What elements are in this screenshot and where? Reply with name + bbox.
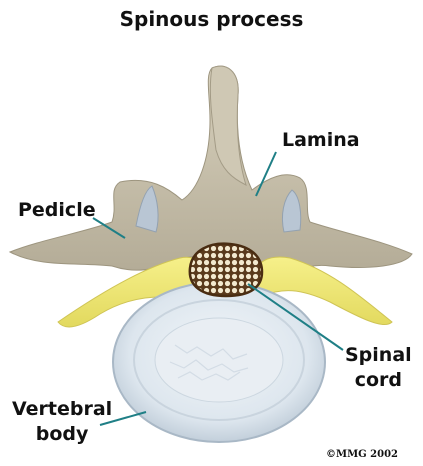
- vertebral-body-core: [155, 318, 283, 402]
- label-spinal-cord-line1: Spinal: [345, 343, 412, 368]
- copyright-notice: ©MMG 2002: [326, 449, 398, 460]
- label-pedicle: Pedicle: [18, 199, 96, 222]
- label-spinal-cord-line2: cord: [345, 368, 412, 393]
- spinal-cord: [190, 244, 262, 296]
- label-vertebral-body-line2: body: [12, 422, 112, 447]
- title-spinous-process: Spinous process: [0, 8, 423, 31]
- label-vertebral-body-line1: Vertebral: [12, 397, 112, 422]
- label-spinal-cord: Spinal cord: [345, 343, 412, 393]
- label-vertebral-body: Vertebral body: [12, 397, 112, 447]
- label-lamina: Lamina: [282, 129, 360, 152]
